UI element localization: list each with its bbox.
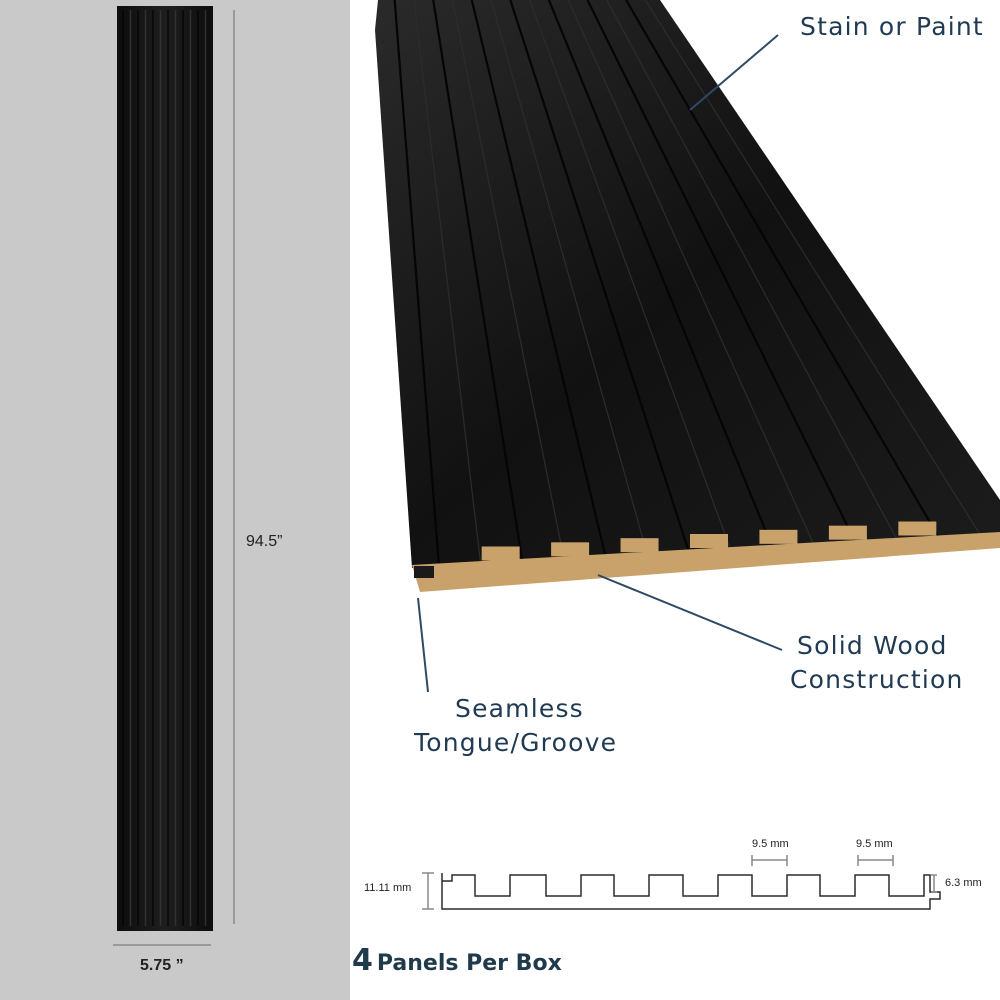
angled-panel-grooves: [393, 0, 980, 564]
groove-width-bracket-2: [857, 855, 894, 866]
finish-callout: Stain or Paint: [800, 12, 984, 41]
angled-groove-line: [606, 0, 897, 539]
tongue-notch: [620, 538, 659, 553]
profile-diagram: [422, 855, 941, 910]
tongue-notch: [481, 546, 520, 561]
material-callout-line1: Solid Wood: [797, 631, 948, 660]
tongue-notch: [551, 542, 590, 557]
vertical-panel-body: [117, 6, 213, 931]
groove-slot: [414, 566, 434, 578]
angled-groove-line: [490, 0, 648, 553]
angled-groove-line: [432, 0, 524, 560]
groove-depth-bracket: [931, 874, 937, 893]
angled-groove-line: [393, 0, 440, 564]
angled-panel: [375, 0, 1000, 592]
angled-groove-line: [451, 0, 565, 557]
height-label: 94.5”: [246, 533, 283, 550]
angled-groove-line: [470, 0, 607, 555]
angled-groove-line: [547, 0, 773, 546]
groove-width-bracket-1: [751, 855, 788, 866]
vertical-panel: [117, 6, 213, 931]
vertical-panel-slats: [122, 10, 207, 926]
angled-groove-line: [529, 0, 731, 548]
box-label: Panels Per Box: [376, 951, 562, 976]
angled-groove-line: [413, 0, 481, 562]
angled-groove-line: [509, 0, 690, 551]
wood-core-edge: [412, 532, 1000, 592]
angled-groove-line: [567, 0, 814, 543]
groove-depth-label: 6.3 mm: [945, 877, 982, 889]
tongue-notch: [690, 534, 728, 548]
finish-leader-line: [689, 34, 779, 111]
thickness-bracket: [422, 872, 434, 910]
tongue-notch: [828, 525, 867, 540]
thickness-label: 11.11 mm: [364, 882, 412, 894]
tongue-notch: [759, 529, 798, 544]
groove-width-label-1: 9.5 mm: [752, 838, 789, 850]
material-leader-line: [597, 574, 783, 651]
width-label: 5.75 ”: [140, 957, 184, 974]
angled-groove-line: [625, 0, 939, 537]
angled-groove-line: [586, 0, 856, 541]
profile-outline: [441, 873, 941, 910]
joint-callout-line2: Tongue/Groove: [414, 728, 618, 757]
joint-leader-line: [417, 597, 429, 693]
tongue-notch: [898, 521, 937, 536]
angled-groove-line: [644, 0, 980, 534]
material-callout-line2: Construction: [790, 665, 964, 694]
tongue-groove-notches: [481, 521, 937, 561]
groove-width-label-2: 9.5 mm: [856, 838, 893, 850]
joint-callout-line1: Seamless: [455, 694, 584, 723]
box-count: 4: [352, 943, 373, 978]
